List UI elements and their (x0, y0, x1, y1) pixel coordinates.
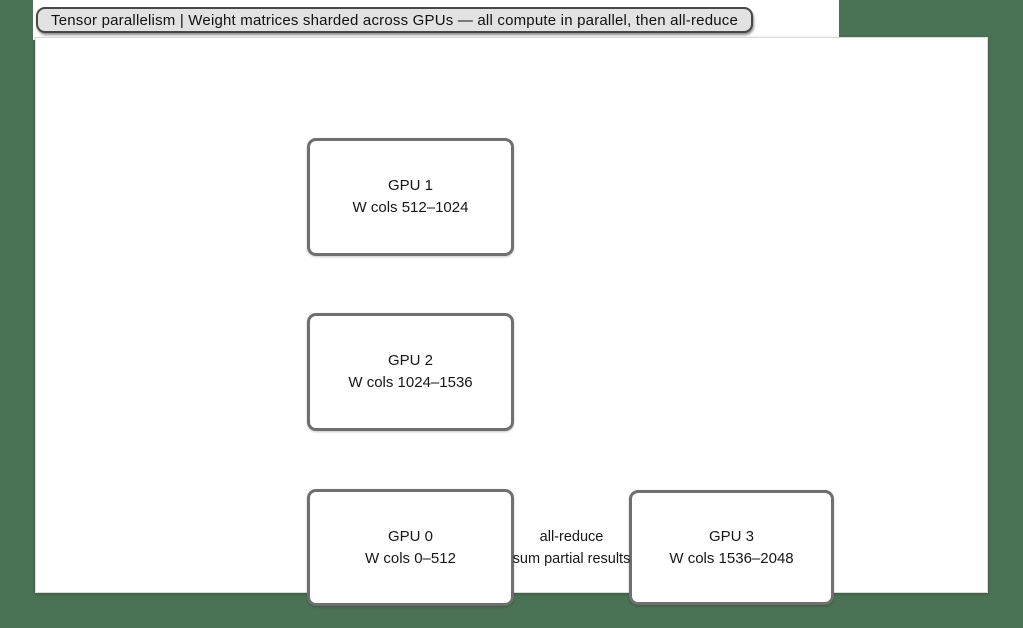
node-title: GPU 0 (387, 527, 433, 545)
node-gpu-2: GPU 2 W cols 1024–1536 (307, 313, 514, 431)
node-shard-range: W cols 1536–2048 (669, 549, 794, 567)
node-title: GPU 2 (387, 352, 433, 369)
node-shard-range: W cols 1024–1536 (348, 374, 473, 391)
node-gpu-3: GPU 3 W cols 1536–2048 (629, 490, 834, 605)
window-title-text: Tensor parallelism | Weight matrices sha… (51, 12, 739, 29)
all-reduce-label: all-reduce sum partial results (484, 526, 659, 570)
all-reduce-label-line2: sum partial results (512, 551, 631, 567)
node-gpu-1: GPU 1 W cols 512–1024 (307, 138, 514, 256)
node-shard-range: W cols 512–1024 (352, 199, 469, 216)
node-title: GPU 3 (708, 527, 754, 545)
node-title: GPU 1 (387, 177, 433, 194)
diagram-canvas: GPU 1 W cols 512–1024 GPU 2 W cols 1024–… (35, 37, 988, 606)
all-reduce-label-line1: all-reduce (539, 529, 604, 545)
window-title-pill: Tensor parallelism | Weight matrices sha… (36, 7, 754, 33)
node-gpu-0: GPU 0 W cols 0–512 (307, 489, 514, 606)
node-shard-range: W cols 0–512 (365, 549, 456, 567)
